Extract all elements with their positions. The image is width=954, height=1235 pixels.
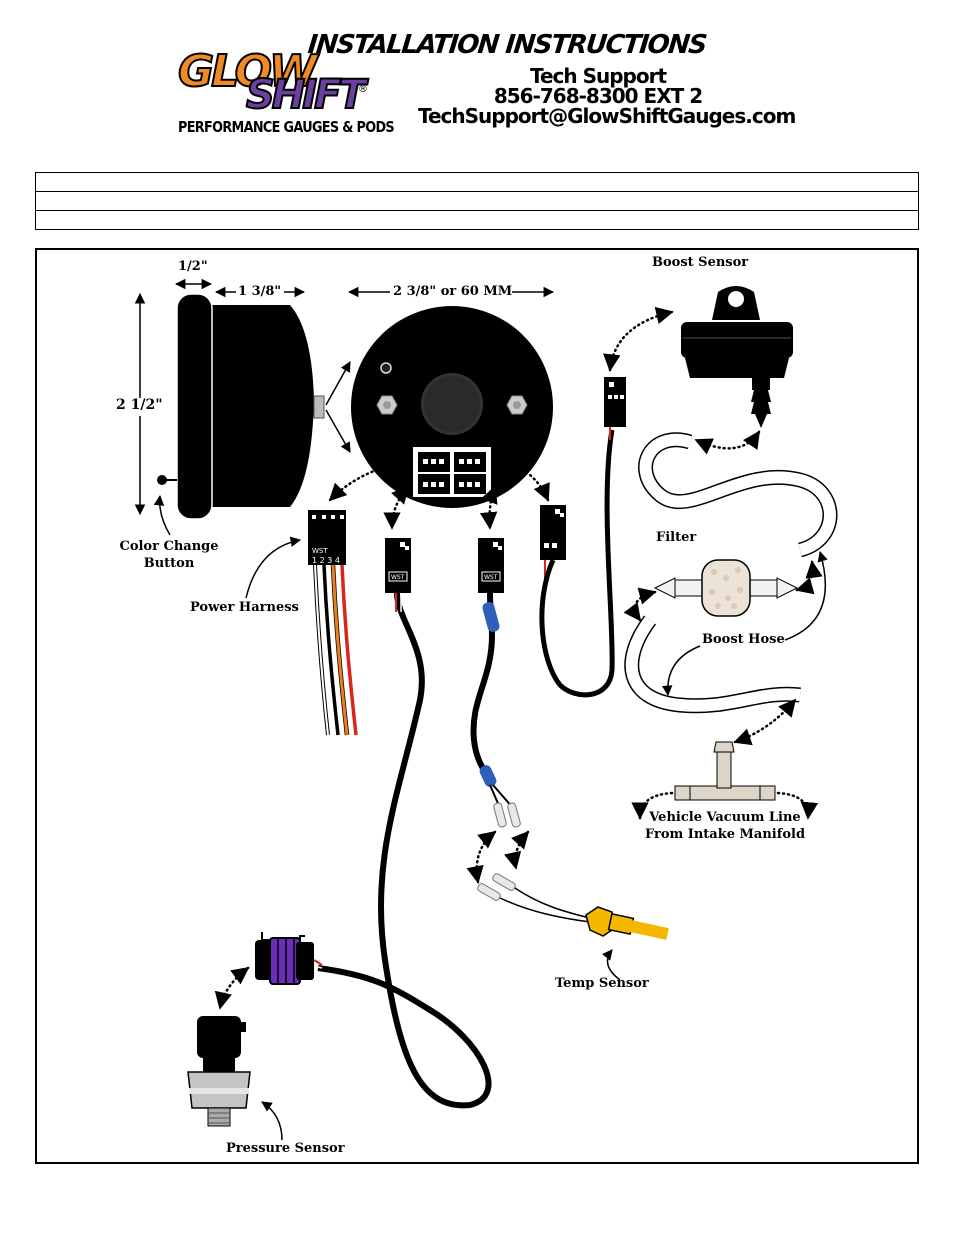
temp-wst-label: WST: [484, 574, 498, 581]
gauge-back-view: [351, 306, 553, 508]
vacuum-tee-fitting: [674, 741, 776, 801]
temp-sensor-harness: WST: [470, 538, 521, 828]
bezel-depth-label: 1/2": [178, 259, 208, 274]
pressure-sensor-harness: WST: [317, 538, 492, 1109]
vacuum-line-label-line2: From Intake Manifold: [644, 827, 806, 842]
pressure-wst-label: WST: [391, 574, 405, 581]
info-row: [36, 173, 918, 192]
logo-brand-top: GLOW: [178, 46, 320, 97]
tech-support-phone: 856-768-8300 EXT 2: [493, 84, 703, 108]
glowshift-logo: GLOW SHIFT ® PERFORMANCE GAUGES & PODS: [176, 40, 406, 140]
body-depth-label: 1 3/8": [238, 284, 282, 299]
filter-label: Filter: [656, 530, 697, 545]
color-change-label-line1: Color Change: [119, 539, 219, 554]
power-harness-label: Power Harness: [190, 600, 299, 615]
wiring-diagram-frame: [35, 248, 919, 1164]
boost-sensor: [681, 286, 793, 428]
power-harness: WST 1 2 3 4: [308, 510, 358, 736]
tech-support-label: Tech Support: [529, 64, 667, 88]
boost-sensor-label: Boost Sensor: [652, 255, 749, 270]
filter: [653, 559, 799, 617]
logo-brand-bottom: SHIFT: [246, 72, 368, 118]
logo-tagline: PERFORMANCE GAUGES & PODS: [178, 118, 394, 136]
logo-registered-mark: ®: [358, 84, 368, 95]
harness-pin-numbers: 1 2 3 4: [312, 556, 340, 565]
temp-sensor: [477, 873, 669, 940]
info-table: [35, 172, 919, 230]
boost-hose-label: Boost Hose: [702, 632, 785, 647]
vacuum-line-label-line1: Vehicle Vacuum Line: [649, 810, 801, 825]
vacuum-line-label: Vehicle Vacuum Line From Intake Manifold: [640, 809, 810, 843]
boost-sensor-harness: [539, 377, 626, 698]
tech-support-block: Tech Support 856-768-8300 EXT 2 TechSupp…: [418, 64, 796, 128]
color-change-label: Color Change Button: [116, 538, 222, 572]
temp-sensor-label: Temp Sensor: [555, 976, 649, 991]
logo-graphic: GLOW SHIFT ® PERFORMANCE GAUGES & PODS: [177, 45, 395, 136]
gauge-side-view: [157, 293, 325, 520]
info-row: [36, 192, 918, 211]
harness-wst-label: WST: [312, 547, 328, 555]
diameter-label: 2 3/8" or 60 MM: [393, 284, 513, 299]
boost-hose: [624, 432, 838, 714]
color-change-label-line2: Button: [143, 556, 195, 571]
tech-support-email[interactable]: TechSupport@GlowShiftGauges.com: [418, 104, 796, 128]
pressure-sensor: [187, 932, 323, 1127]
pressure-sensor-label: Pressure Sensor: [226, 1141, 345, 1156]
height-label: 2 1/2": [116, 397, 163, 413]
